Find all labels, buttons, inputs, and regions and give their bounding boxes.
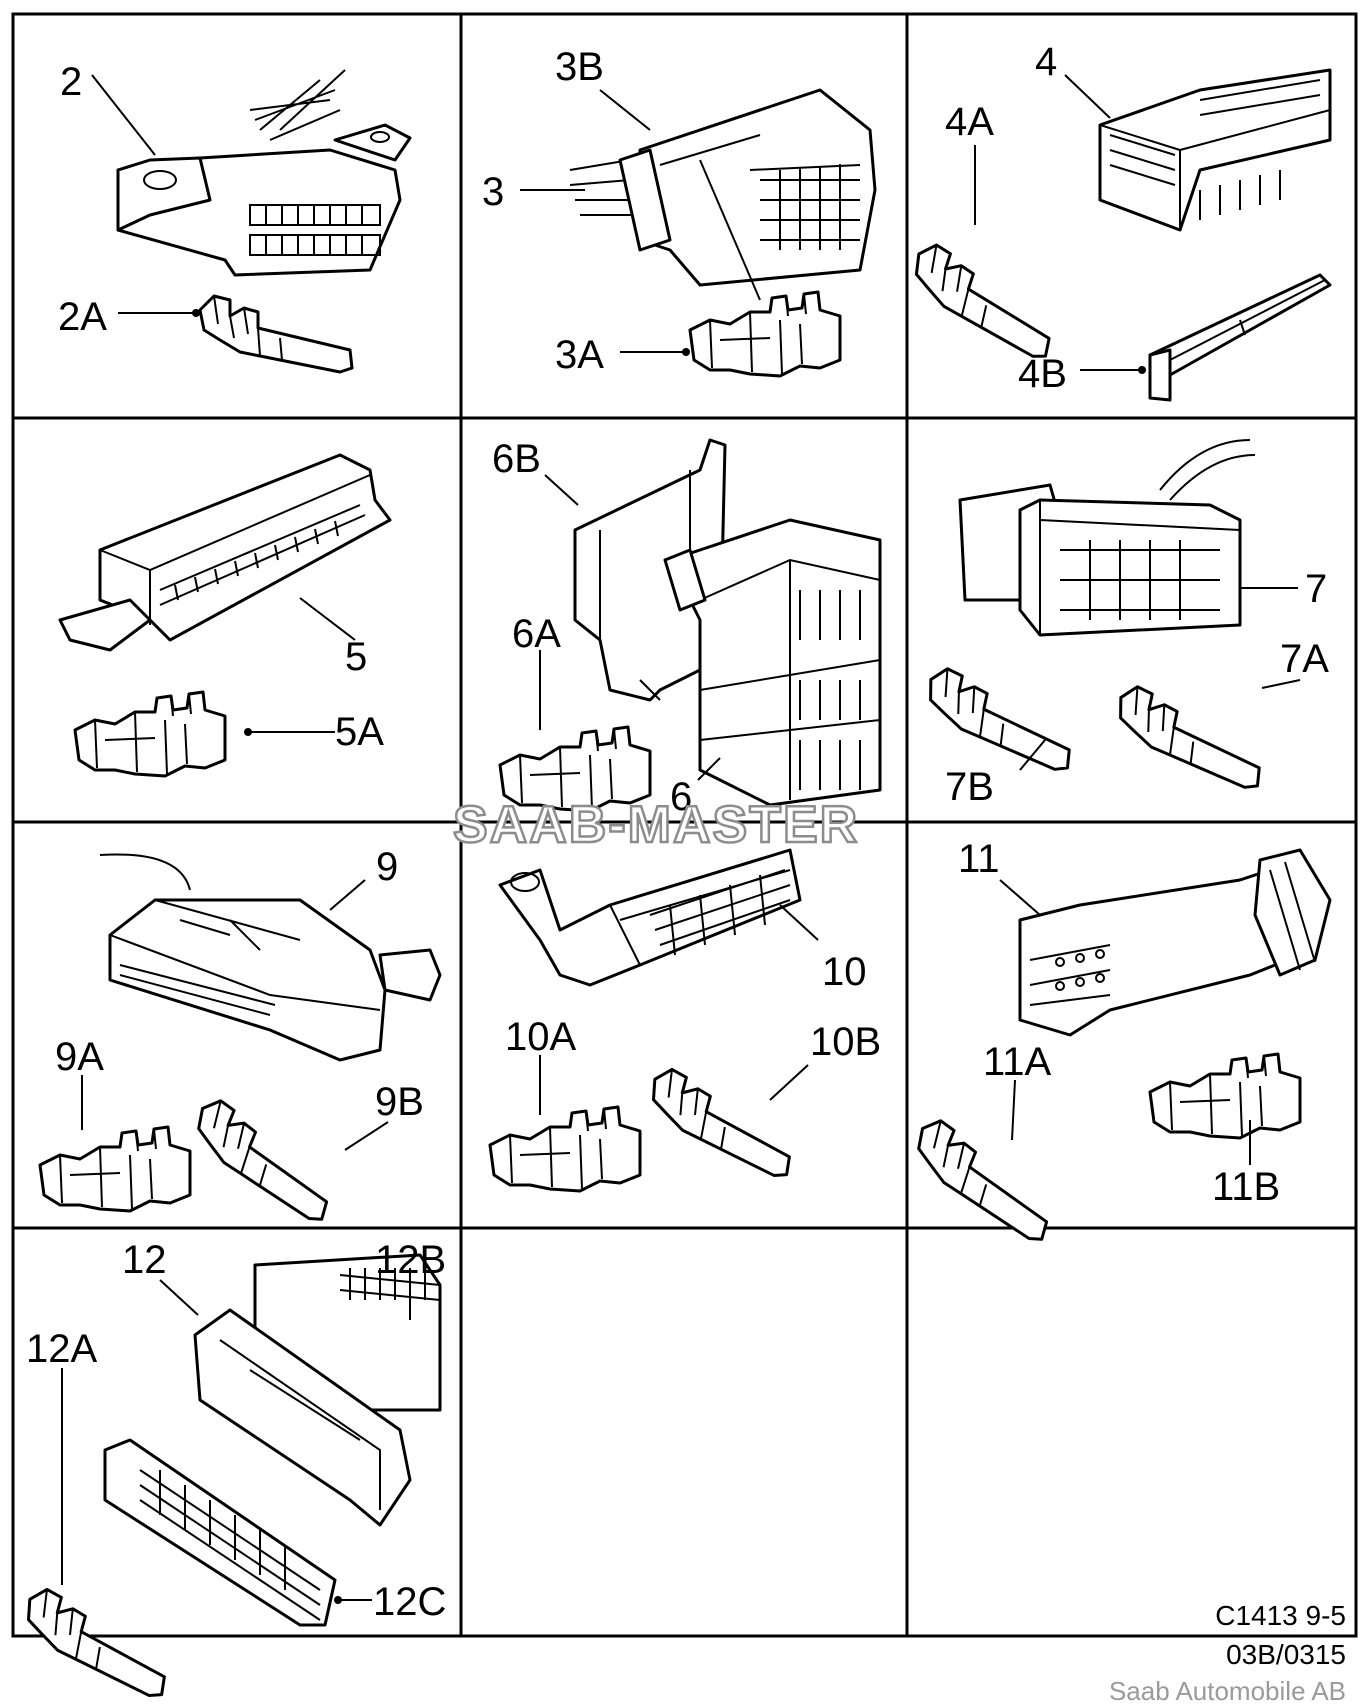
callout-labels: 2 2A 3B 3 3A 4 4A 4B 5 5A 6B 6A 6 7 7A 7… [26, 40, 1329, 1624]
label-2: 2 [60, 60, 82, 104]
label-3a: 3A [555, 333, 604, 377]
part-5a-terminal [73, 690, 227, 778]
part-6-connector-stack [663, 518, 882, 807]
part-4a-terminal [898, 239, 1070, 362]
part-4-connector [1098, 68, 1332, 232]
grid-frame [11, 12, 1358, 1638]
part-9a-terminal [38, 1125, 192, 1213]
label-6: 6 [670, 775, 692, 819]
label-12b: 12B [375, 1238, 446, 1282]
label-2a: 2A [58, 295, 107, 339]
part-10a-terminal [488, 1105, 642, 1193]
label-11a: 11A [983, 1040, 1052, 1084]
label-3b: 3B [555, 45, 604, 89]
part-9-connector [99, 853, 442, 1062]
part-12a-terminal [12, 1584, 182, 1701]
part-7-connector [958, 439, 1256, 637]
label-4a: 4A [945, 100, 994, 144]
part-11a-terminal [897, 1114, 1071, 1245]
label-12: 12 [122, 1238, 167, 1282]
part-11b-terminal [1148, 1052, 1302, 1140]
label-6b: 6B [492, 437, 541, 481]
label-11b: 11B [1212, 1165, 1280, 1209]
label-7: 7 [1305, 567, 1327, 611]
label-10: 10 [822, 950, 867, 994]
figure-ref: 03B/0315 [1226, 1639, 1346, 1670]
label-7a: 7A [1280, 637, 1329, 681]
part-9b-terminal [177, 1094, 351, 1225]
company-name: Saab Automobile AB [1109, 1676, 1346, 1706]
part-3-connector [569, 88, 877, 301]
label-3: 3 [482, 170, 504, 214]
label-9: 9 [376, 845, 398, 889]
label-7b: 7B [945, 765, 994, 809]
label-12c: 12C [373, 1580, 446, 1624]
label-9a: 9A [55, 1035, 104, 1079]
watermark-logo: SAAB-MASTER [453, 796, 859, 854]
label-5: 5 [345, 635, 367, 679]
label-10b: 10B [810, 1020, 881, 1064]
part-2a-terminal [198, 294, 354, 374]
part-3a-terminal [688, 290, 842, 378]
part-7b-terminal [916, 664, 1084, 774]
label-11: 11 [958, 837, 1000, 881]
label-12a: 12A [26, 1327, 97, 1371]
label-5a: 5A [335, 710, 384, 754]
label-9b: 9B [375, 1080, 424, 1124]
figure-code: C1413 9-5 [1215, 1600, 1346, 1631]
part-10-connector [498, 848, 802, 987]
part-5-connector [58, 453, 392, 652]
part-6b-bracket [573, 438, 727, 702]
label-4: 4 [1035, 40, 1057, 84]
part-4b-locking-slide [1148, 273, 1332, 402]
part-12-frame [193, 1308, 412, 1527]
part-7a-terminal [1106, 682, 1274, 792]
part-10b-terminal [637, 1064, 807, 1181]
label-4b: 4B [1018, 352, 1067, 396]
part-2-diagnostic-connector [116, 69, 412, 277]
part-11-connector [1018, 848, 1332, 1037]
part-12c-pin-carrier [103, 1438, 337, 1627]
label-10a: 10A [505, 1015, 576, 1059]
label-6a: 6A [512, 612, 561, 656]
